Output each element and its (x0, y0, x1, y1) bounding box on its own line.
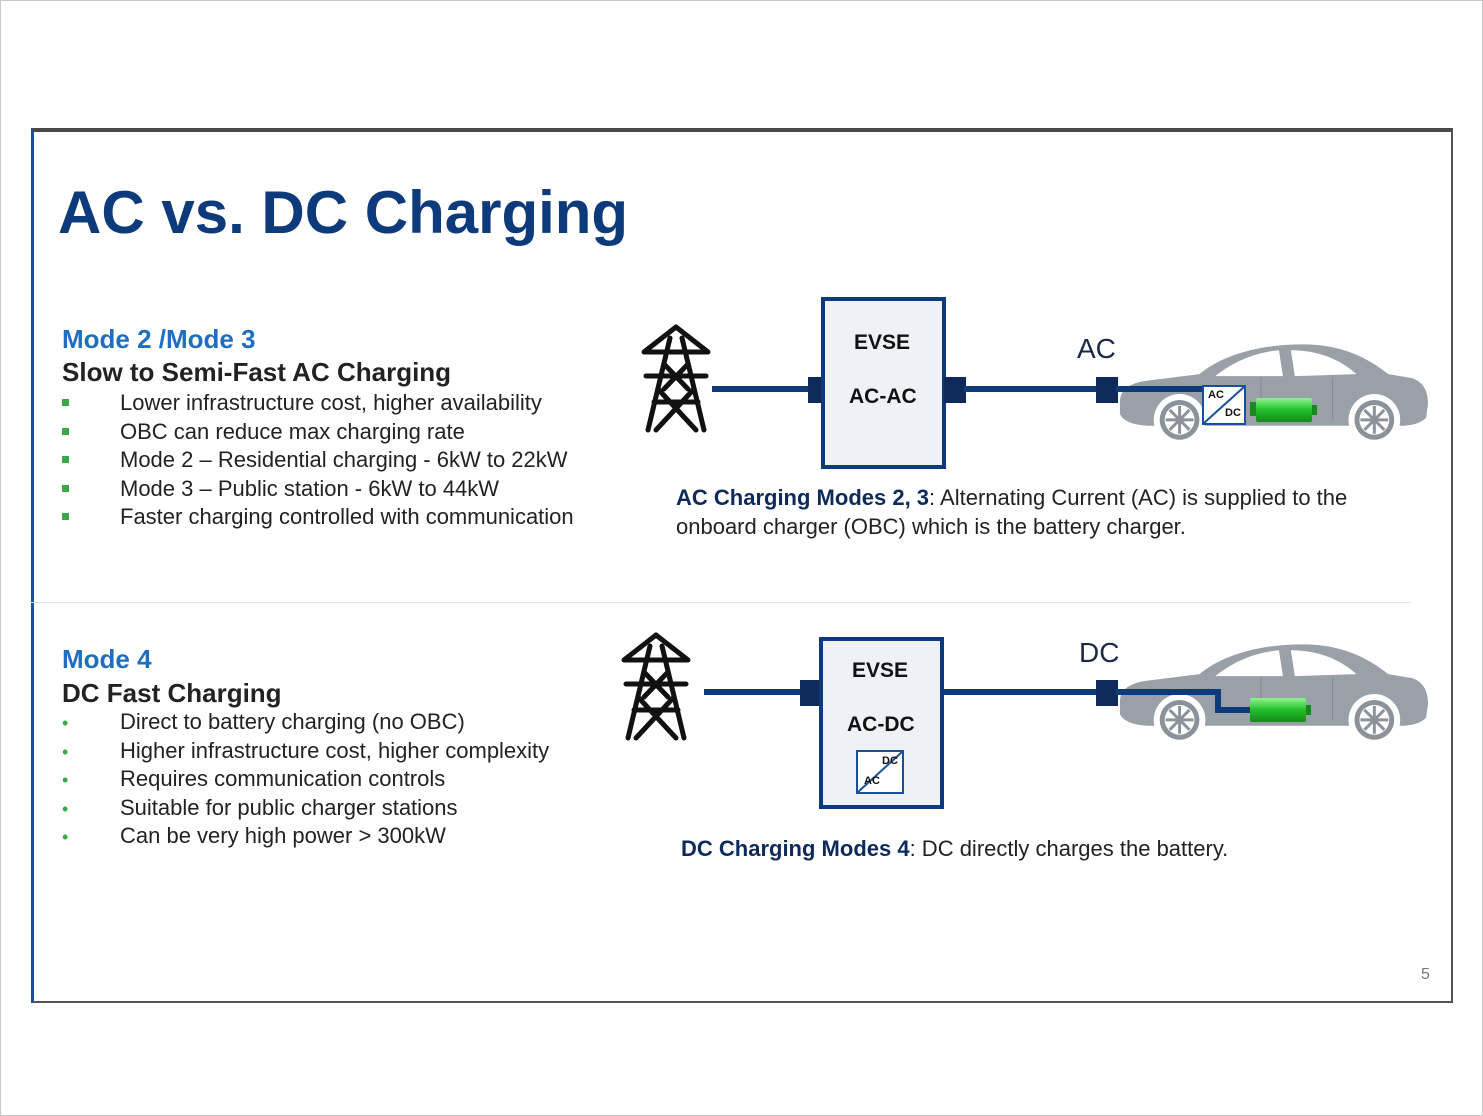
dot-bullet-icon: • (62, 798, 69, 819)
dc-evse-type: AC-DC (847, 713, 915, 736)
ac-evse-label: EVSE (854, 331, 911, 354)
car-icon (1118, 342, 1430, 448)
list-item: Lower infrastructure cost, higher availa… (62, 390, 574, 419)
dot-bullet-icon: • (62, 827, 69, 847)
power-tower-icon (644, 327, 708, 430)
battery-icon (1250, 698, 1306, 722)
dc-evse-label: EVSE (852, 659, 909, 682)
ac-mode-heading: Mode 2 /Mode 3 (62, 324, 256, 354)
connector (944, 377, 966, 403)
list-item: OBC can reduce max charging rate (62, 419, 574, 448)
ac-caption: AC Charging Modes 2, 3: Alternating Curr… (676, 485, 1348, 539)
dc-current-label: DC (1079, 637, 1120, 668)
list-item: •Can be very high power > 300kW (62, 823, 549, 852)
square-bullet-icon (62, 399, 69, 406)
section-divider (31, 602, 1411, 603)
battery-icon (1256, 398, 1312, 422)
dot-bullet-icon: • (62, 713, 69, 733)
square-bullet-icon (62, 427, 69, 435)
list-item: •Requires communication controls (62, 766, 549, 795)
ac-current-label: AC (1077, 333, 1116, 364)
dc-subtitle: DC Fast Charging (62, 678, 282, 708)
slide (31, 128, 1453, 1003)
dc-converter-top: DC (882, 755, 898, 767)
ac-evse-type: AC-AC (849, 385, 917, 408)
square-bullet-icon (62, 484, 69, 492)
list-item: Mode 2 – Residential charging - 6kW to 2… (62, 447, 574, 476)
ac-subtitle: Slow to Semi-Fast AC Charging (62, 357, 452, 387)
page-title: AC vs. DC Charging (58, 179, 629, 246)
dc-bullet-list: •Direct to battery charging (no OBC) •Hi… (62, 709, 549, 852)
ac-bullet-list: Lower infrastructure cost, higher availa… (62, 390, 574, 533)
connector (1096, 377, 1118, 403)
dot-bullet-icon: • (62, 770, 69, 790)
list-item: Mode 3 – Public station - 6kW to 44kW (62, 476, 574, 505)
connector (1096, 680, 1118, 706)
page-number: 5 (1421, 966, 1430, 983)
connector (800, 680, 822, 706)
cable (1116, 689, 1250, 713)
list-item: Faster charging controlled with communic… (62, 504, 574, 533)
evse-box (821, 297, 946, 469)
list-item: •Higher infrastructure cost, higher comp… (62, 738, 549, 767)
power-tower-icon (624, 635, 688, 738)
dot-bullet-icon: • (62, 741, 69, 762)
ac-converter-top: AC (1208, 389, 1224, 401)
square-bullet-icon (62, 513, 69, 520)
dc-converter-bottom: AC (864, 775, 880, 787)
list-item: •Direct to battery charging (no OBC) (62, 709, 549, 738)
ac-converter-bottom: DC (1225, 407, 1241, 419)
list-item: •Suitable for public charger stations (62, 795, 549, 824)
dc-mode-heading: Mode 4 (62, 644, 152, 674)
square-bullet-icon (62, 456, 69, 463)
dc-caption: DC Charging Modes 4: DC directly charges… (681, 836, 1229, 861)
